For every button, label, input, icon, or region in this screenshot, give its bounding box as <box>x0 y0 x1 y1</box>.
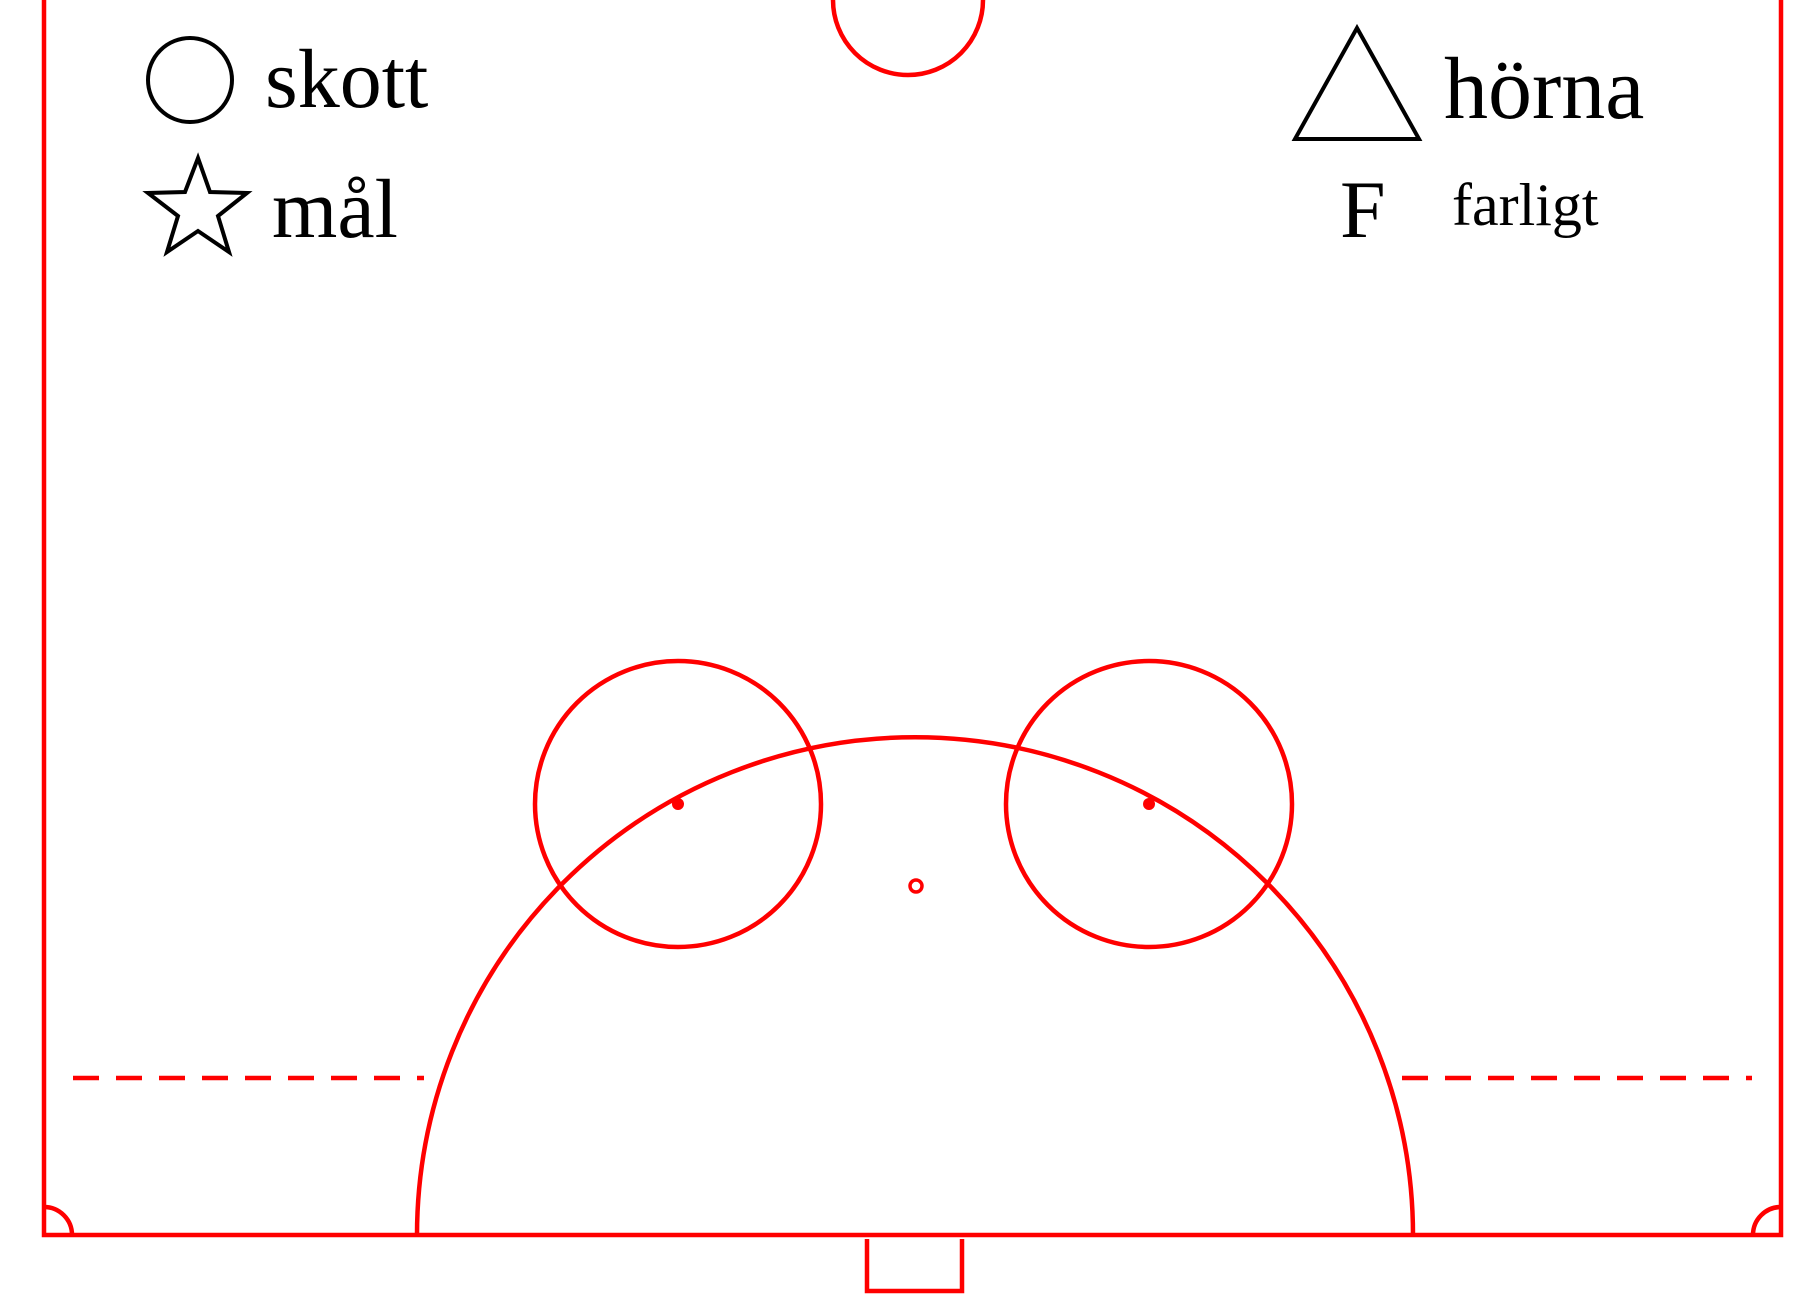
right-free-stroke-spot <box>1143 798 1155 810</box>
right-corner-arc <box>1750 1204 1782 1236</box>
left-free-stroke-spot <box>672 798 684 810</box>
rink-markings <box>41 0 1784 1294</box>
left-corner-arc <box>43 1204 75 1236</box>
legend-label-skott: skott <box>265 33 428 126</box>
rink-boundary <box>41 0 1784 1238</box>
legend: skott mål hörna F farligt <box>142 23 1644 257</box>
legend-label-horna: hörna <box>1444 41 1644 138</box>
dangerous-symbol-f: F <box>1340 164 1386 255</box>
circle-icon <box>146 36 234 124</box>
penalty-spot <box>908 878 924 894</box>
penalty-area-arc <box>414 734 1416 1236</box>
legend-label-mal: mål <box>272 163 398 256</box>
triangle-icon <box>1291 23 1423 141</box>
left-free-stroke-circle <box>532 658 824 950</box>
legend-label-farligt: farligt <box>1452 172 1599 238</box>
goal <box>864 1239 965 1294</box>
right-free-stroke-circle <box>1003 658 1295 950</box>
center-circle-arc <box>830 0 986 78</box>
star-icon <box>142 152 253 257</box>
